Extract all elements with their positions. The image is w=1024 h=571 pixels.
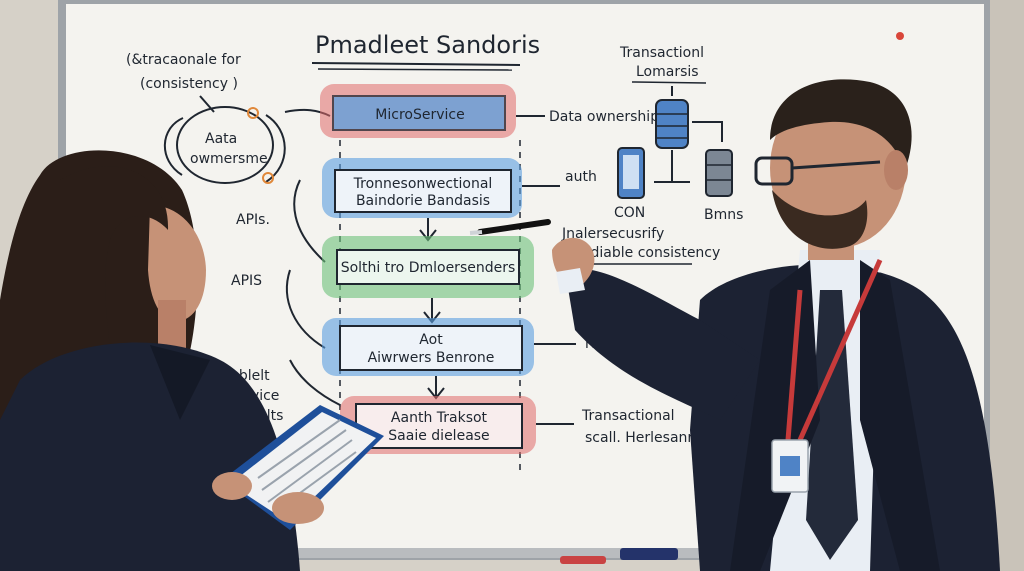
box-5-label-2: Saaie dielease xyxy=(388,428,489,444)
top-right-note-2: Lomarsis xyxy=(636,64,699,80)
server-icon xyxy=(705,149,733,197)
eraser xyxy=(620,548,678,560)
box-microservice: MicroService xyxy=(320,84,516,138)
box-5-label-1: Aanth Traksot xyxy=(391,410,488,426)
mobile-device-icon xyxy=(617,147,645,199)
circle-label-1: Aata xyxy=(205,131,237,147)
box-4-label-1: Aot xyxy=(419,332,443,348)
data-ownership-circle xyxy=(176,106,274,184)
note-top-left-2: (consistency ) xyxy=(140,76,238,92)
box-2-label-2: Baindorie Bandasis xyxy=(356,193,490,209)
man-figure xyxy=(552,79,1000,571)
data-ownership-label: Data ownership xyxy=(549,109,659,125)
icon-label-2: Bmns xyxy=(704,207,743,223)
box-1-label: MicroService xyxy=(375,107,464,123)
magnet-dot xyxy=(896,32,904,40)
id-badge-icon xyxy=(771,439,809,493)
marker-red xyxy=(560,556,606,564)
note-top-left-1: (&tracaonale for xyxy=(126,52,241,68)
box-answers: Aot Aiwrwers Benrone xyxy=(322,318,534,376)
marker-icon xyxy=(469,219,551,235)
right-label-2-line-2: scall. Herlesanng. xyxy=(585,430,710,446)
box-2-label-1: Tronnesonwectional xyxy=(353,176,493,192)
apis-label-1: APIs. xyxy=(236,212,270,228)
consistency-note-2: Smdiable consistency xyxy=(568,245,720,261)
apis-label-2: APIS xyxy=(231,273,262,289)
database-icon xyxy=(655,99,689,149)
icon-label-1: CON xyxy=(614,205,645,221)
consistency-note-1: Jnalersecusrify xyxy=(561,226,664,242)
box-3-label: Solthi tro Dmloersenders xyxy=(341,260,516,276)
top-right-note-1: Transactionl xyxy=(619,45,704,61)
box-4-label-2: Aiwrwers Benrone xyxy=(368,350,495,366)
woman-figure xyxy=(0,150,300,571)
board-title: Pmadleet Sandoris xyxy=(315,31,540,59)
clipboard-icon xyxy=(212,405,384,530)
box-transactional: Tronnesonwectional Baindorie Bandasis xyxy=(322,158,522,218)
box-release: Aanth Traksot Saaie dielease xyxy=(340,396,536,454)
box-delivery: Solthi tro Dmloersenders xyxy=(322,236,534,298)
auth-label: auth xyxy=(565,169,597,185)
right-label-2-line-1: Transactional xyxy=(581,408,675,424)
circle-label-2: owmersme xyxy=(190,151,268,167)
